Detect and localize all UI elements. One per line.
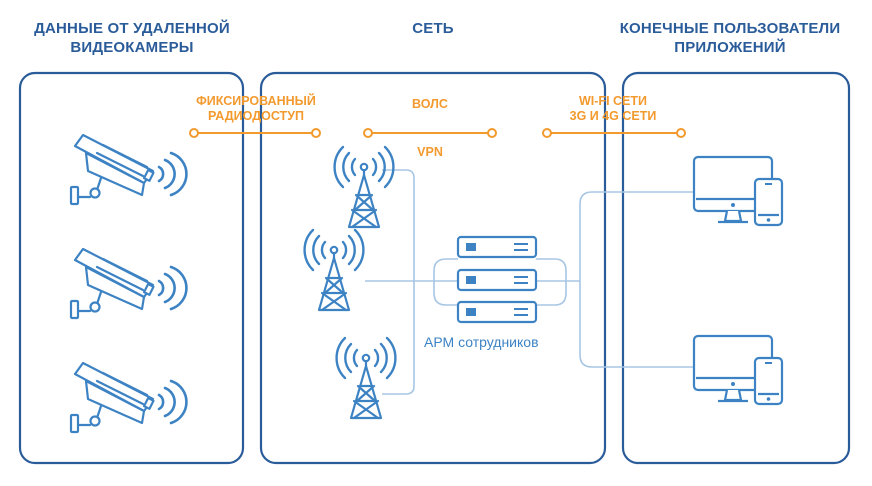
fixed-radio-label-line2: РАДИОДОСТУП — [208, 109, 304, 123]
cameras-panel — [18, 71, 245, 465]
server-rack-icon — [456, 300, 538, 324]
wireless-link — [542, 128, 686, 138]
desktop-monitor-icon — [692, 155, 784, 227]
cameras-header-line2: ВИДЕОКАМЕРЫ — [70, 39, 194, 56]
desktop-monitor-icon — [692, 334, 784, 406]
server-rack-icon — [456, 235, 538, 259]
cell-tower-icon — [303, 228, 365, 312]
cctv-camera-icon — [69, 133, 188, 206]
vpn-label-text: VPN — [417, 145, 443, 159]
network-panel — [259, 71, 607, 465]
cell-tower-icon — [335, 336, 397, 420]
vpn-label: VPN — [400, 145, 460, 160]
wireless-label-line2: 3G И 4G СЕТИ — [569, 109, 657, 123]
cameras-header: ДАННЫЕ ОТ УДАЛЕННОЙ ВИДЕОКАМЕРЫ — [14, 19, 250, 57]
server-caption: АРМ сотрудников — [424, 334, 539, 350]
cctv-camera-icon — [69, 247, 188, 320]
cctv-camera-icon — [69, 361, 188, 434]
fiber-label-text: ВОЛС — [412, 97, 448, 111]
users-header-line2: ПРИЛОЖЕНИЙ — [674, 39, 786, 56]
wireless-label: WI-FI СЕТИ 3G И 4G СЕТИ — [543, 94, 683, 124]
fixed-radio-link — [189, 128, 321, 138]
network-header-text: СЕТЬ — [412, 20, 454, 37]
cell-tower-icon — [333, 145, 395, 229]
fiber-link — [363, 128, 497, 138]
users-header-line1: КОНЕЧНЫЕ ПОЛЬЗОВАТЕЛИ — [619, 20, 841, 37]
connector-lines — [365, 169, 695, 395]
fixed-radio-label: ФИКСИРОВАННЫЙ РАДИОДОСТУП — [176, 94, 336, 124]
users-panel — [621, 71, 851, 465]
users-header: КОНЕЧНЫЕ ПОЛЬЗОВАТЕЛИ ПРИЛОЖЕНИЙ — [600, 19, 860, 57]
fixed-radio-label-line1: ФИКСИРОВАННЫЙ — [196, 94, 316, 108]
network-header: СЕТЬ — [380, 19, 486, 38]
server-rack-icon — [456, 268, 538, 292]
fiber-label: ВОЛС — [390, 97, 470, 112]
cameras-header-line1: ДАННЫЕ ОТ УДАЛЕННОЙ — [34, 20, 230, 37]
wireless-label-line1: WI-FI СЕТИ — [579, 94, 647, 108]
